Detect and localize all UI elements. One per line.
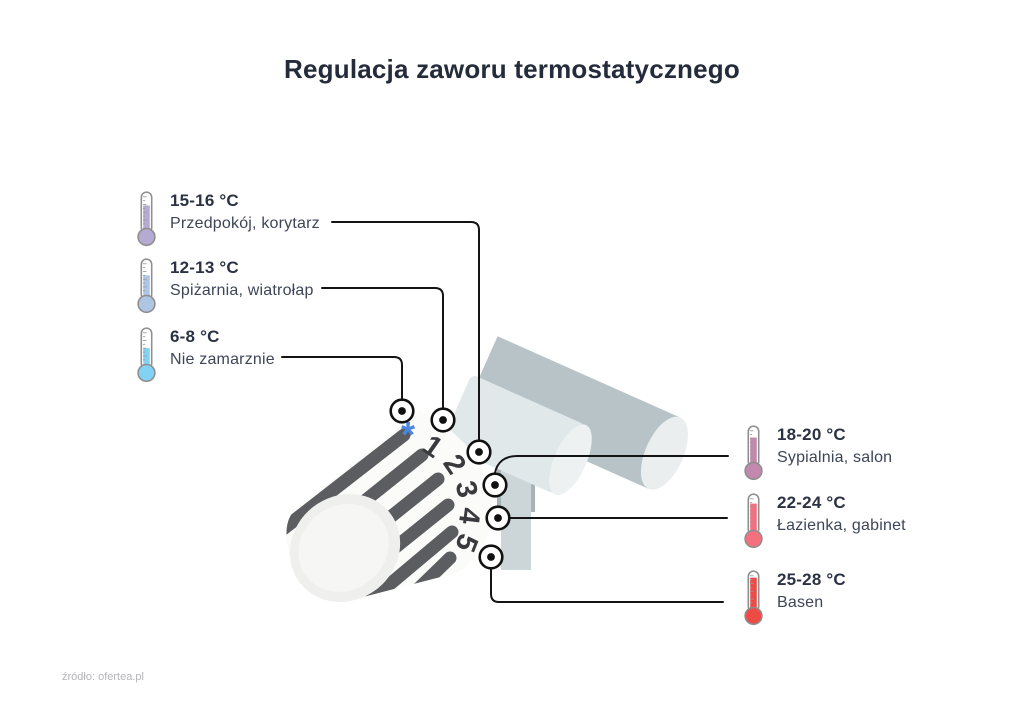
callout-dot-2 [466, 439, 492, 465]
legend-item-22-24: 22-24 °C Łazienka, gabinet [739, 492, 906, 550]
room-list: Przedpokój, korytarz [170, 214, 320, 232]
temp-range: 12-13 °C [170, 258, 239, 277]
thermometer-icon [137, 191, 156, 247]
legend-item-15-16: 15-16 °C Przedpokój, korytarz [132, 190, 320, 248]
page-title: Regulacja zaworu termostatycznego [284, 54, 740, 84]
legend-item-25-28: 25-28 °C Basen [739, 569, 846, 627]
callout-dot-4 [485, 505, 511, 531]
thermometer-icon [137, 258, 156, 314]
thermostat-head: * 1 2 3 4 5 [286, 411, 493, 602]
thermometer-icon [137, 327, 156, 383]
temp-range: 25-28 °C [777, 570, 846, 589]
line-to-mark-2 [331, 221, 480, 441]
pipe-end-cap [640, 416, 688, 490]
room-list: Sypialnia, salon [777, 448, 893, 466]
legend-item-12-13: 12-13 °C Spiżarnia, wiatrołap [132, 257, 314, 315]
line-to-mark-3 [494, 455, 729, 474]
legend-item-6-8: 6-8 °C Nie zamarznie [132, 326, 275, 384]
callout-dot-3 [482, 472, 508, 498]
room-list: Spiżarnia, wiatrołap [170, 281, 314, 299]
legend-item-18-20: 18-20 °C Sypialnia, salon [739, 424, 892, 482]
temp-range: 15-16 °C [170, 191, 239, 210]
line-to-mark-5 [490, 568, 724, 603]
room-list: Łazienka, gabinet [777, 516, 906, 534]
room-list: Basen [777, 593, 824, 611]
callout-lines [281, 221, 729, 603]
source-note: źródło: ofertea.pl [62, 671, 144, 683]
line-to-mark-1 [321, 287, 444, 409]
callout-dot-1 [430, 407, 456, 433]
line-to-mark-frost [281, 356, 403, 400]
temp-range: 18-20 °C [777, 425, 846, 444]
pipe-body [465, 336, 681, 489]
temp-range: 6-8 °C [170, 327, 220, 346]
thermometer-icon [744, 570, 763, 626]
callout-dot-frost [389, 398, 415, 424]
dial-mark-3: 3 [449, 478, 484, 500]
temp-range: 22-24 °C [777, 493, 846, 512]
callout-dot-5 [478, 544, 504, 570]
head-front-face [289, 494, 401, 602]
dial-mark-4: 4 [452, 506, 486, 526]
thermometer-icon [744, 425, 763, 481]
callout-dots [389, 398, 511, 570]
thermometer-icon [744, 493, 763, 549]
room-list: Nie zamarznie [170, 350, 275, 368]
dial-mark-frost: * [401, 414, 415, 455]
valve-neck-cap [549, 424, 592, 496]
